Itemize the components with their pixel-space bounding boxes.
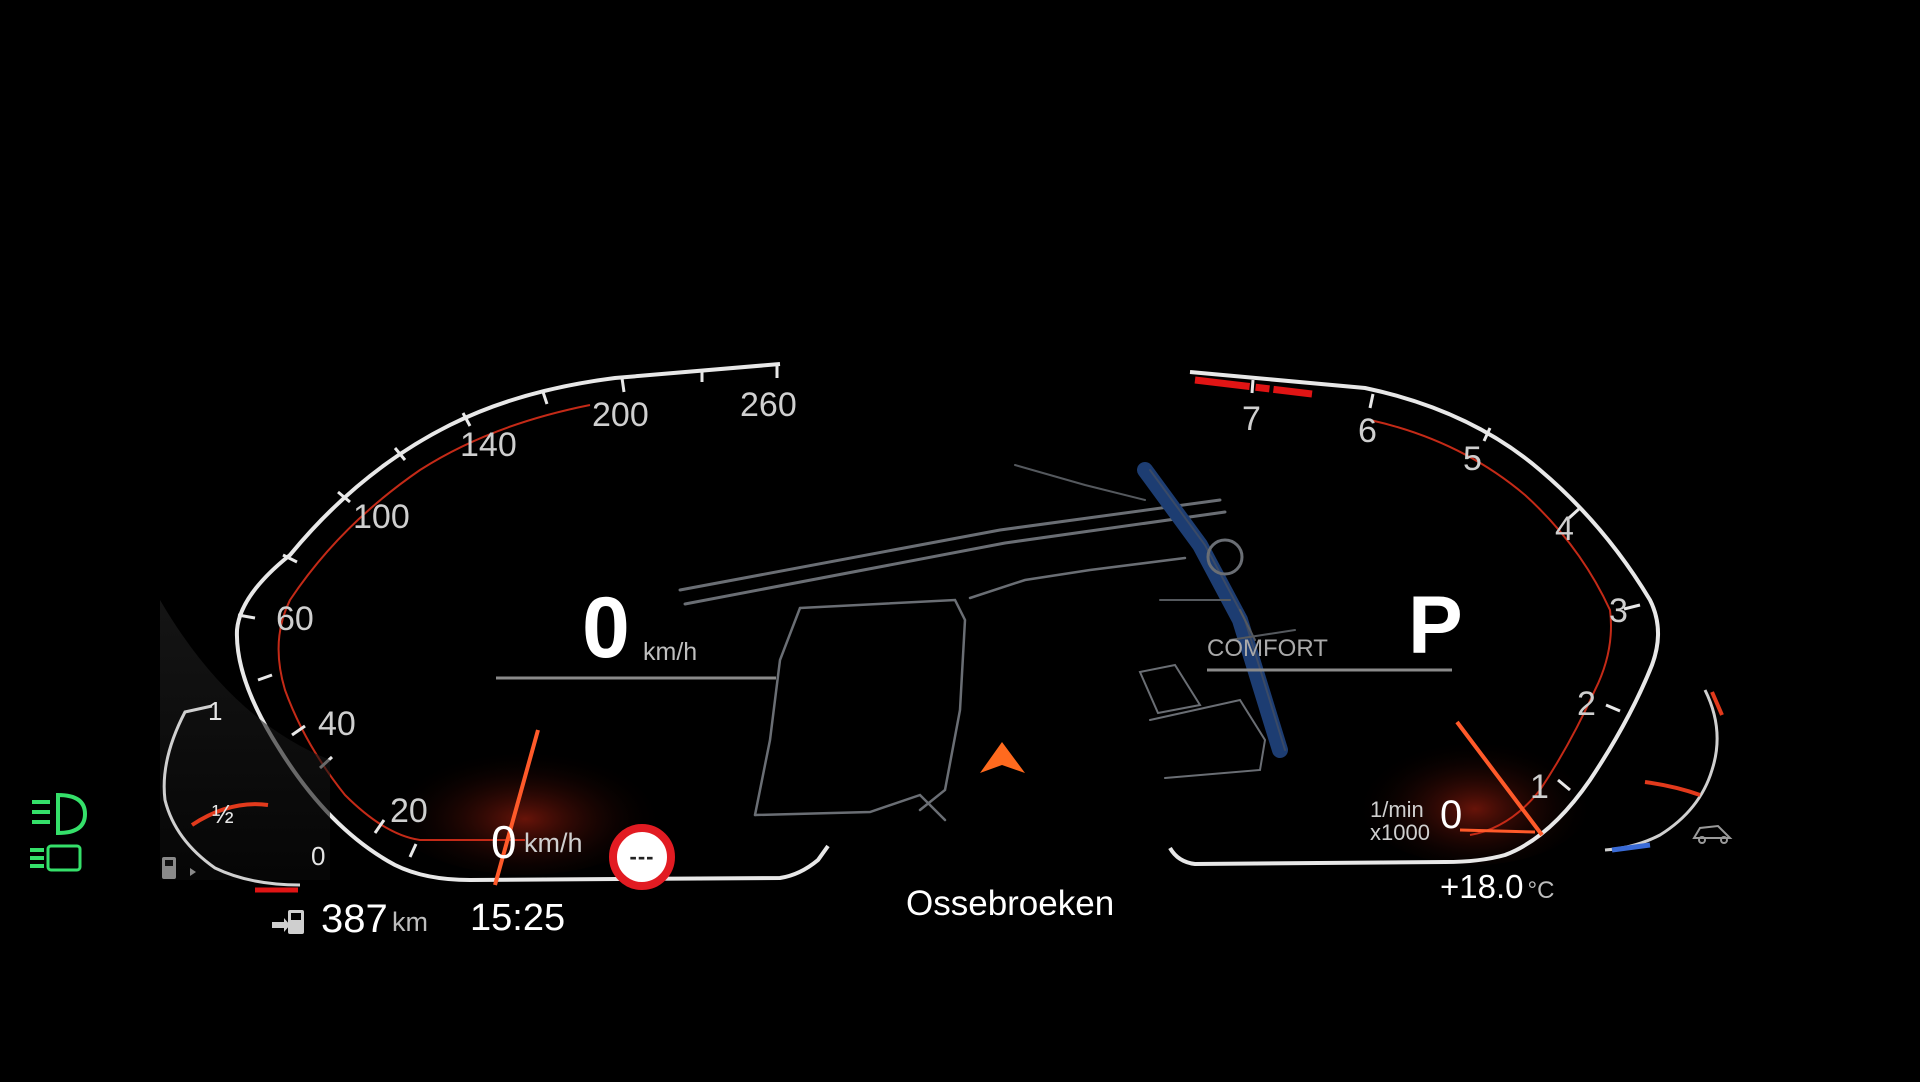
tachometer-red-arc <box>1369 419 1612 836</box>
temperature-unit: °C <box>1527 877 1555 904</box>
fuel-label-full: 1 <box>208 696 222 726</box>
speed-needle-unit: km/h <box>524 828 583 858</box>
speed-tick-label: 20 <box>390 792 428 830</box>
fuel-label-half: ½ <box>212 799 234 829</box>
speed-needle <box>493 729 540 886</box>
speedometer-labels: 20 40 60 100 140 200 260 <box>276 386 797 830</box>
speed-limit-value: --- <box>629 844 655 869</box>
speed-tick-label: 40 <box>318 705 356 743</box>
temp-gauge <box>1604 689 1724 853</box>
tachometer-outline <box>1168 370 1661 867</box>
rpm-unit-line2: x1000 <box>1370 820 1430 845</box>
temperature-value: +18.0 <box>1440 868 1524 905</box>
redline-zone <box>1194 376 1313 398</box>
drive-mode: COMFORT <box>1207 635 1328 662</box>
speedometer-ticks <box>237 364 779 858</box>
rpm-needle-value: 0 <box>1440 793 1463 837</box>
rpm-glow <box>1355 725 1595 865</box>
tachometer-labels: 1 2 3 4 5 6 7 <box>1242 400 1628 806</box>
speed-tick-label: 60 <box>276 600 314 638</box>
speed-tick-label: 140 <box>460 426 517 464</box>
digital-speed: 0 <box>582 580 630 676</box>
rpm-tick-label: 7 <box>1242 400 1261 438</box>
tachometer-ticks <box>1250 379 1641 792</box>
navigation-map <box>678 462 1296 822</box>
navigation-arrow-icon <box>980 742 1025 773</box>
rpm-tick-label: 5 <box>1463 440 1482 478</box>
daytime-running-light-icon <box>30 844 82 872</box>
speed-tick-label: 260 <box>740 386 797 424</box>
fuel-pump-icon <box>162 857 196 879</box>
speed-needle-value: 0 <box>491 816 517 868</box>
speedometer-outline <box>234 362 830 883</box>
outside-temperature: +18.0°C <box>1440 868 1554 906</box>
rpm-tick-label: 1 <box>1530 768 1549 806</box>
rpm-tick-label: 3 <box>1609 592 1628 630</box>
car-temperature-icon <box>1692 824 1733 844</box>
fuel-gauge: 1 ½ 0 <box>160 600 330 893</box>
gear-indicator: P <box>1408 580 1463 671</box>
rpm-unit-line1: 1/min <box>1370 797 1424 822</box>
current-location: Ossebroeken <box>906 884 1115 923</box>
rpm-needle-trail <box>1459 828 1536 834</box>
rpm-tick-label: 6 <box>1358 412 1377 450</box>
clock: 15:25 <box>470 897 566 939</box>
speed-limit-sign: --- <box>609 824 675 890</box>
fuel-range-icon <box>272 910 304 934</box>
rpm-needle <box>1455 720 1544 837</box>
fuel-range-value: 387 <box>321 897 388 941</box>
low-beam-headlight-icon <box>32 792 88 836</box>
digital-speed-unit: km/h <box>643 638 698 666</box>
fuel-range-unit: km <box>392 907 428 937</box>
speed-tick-label: 200 <box>592 396 649 434</box>
rpm-tick-label: 2 <box>1577 685 1596 723</box>
rpm-tick-label: 4 <box>1555 510 1574 548</box>
fuel-label-empty: 0 <box>311 841 325 871</box>
speed-tick-label: 100 <box>353 498 410 536</box>
speedometer-red-arc <box>277 404 591 841</box>
